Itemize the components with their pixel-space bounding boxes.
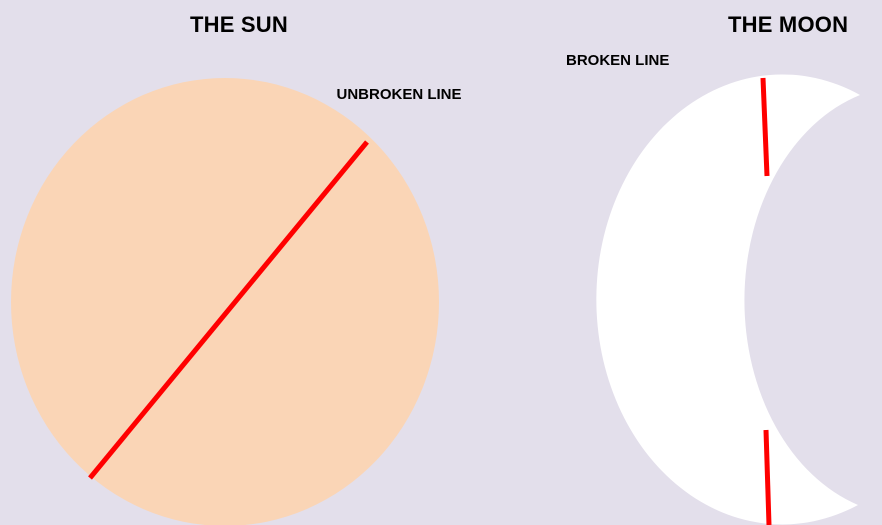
moon-broken-line-lower [766, 430, 769, 525]
unbroken-line-label: UNBROKEN LINE [336, 80, 462, 110]
moon-crescent [596, 74, 860, 524]
sun-title: THE SUN [190, 12, 288, 38]
moon-title: THE MOON [728, 12, 848, 38]
broken-line-label: BROKEN LINE [566, 46, 669, 76]
sun-disc [11, 78, 439, 525]
